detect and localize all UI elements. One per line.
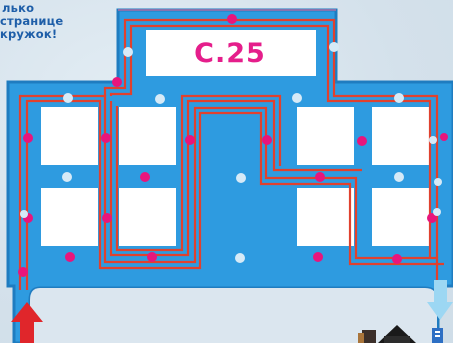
page-number-label: С.25 <box>150 34 310 74</box>
cell-r2-c2 <box>119 188 176 246</box>
cell-r1-c3 <box>297 107 354 165</box>
cell-r1-c2 <box>119 107 176 165</box>
cell-r2-c1 <box>41 188 98 246</box>
cell-r2-c3 <box>297 188 354 246</box>
sign-thumbnail-icon <box>432 328 443 343</box>
cell-r1-c4 <box>372 107 429 165</box>
cell-r1-c1 <box>41 107 98 165</box>
cell-r2-c4 <box>372 188 429 246</box>
